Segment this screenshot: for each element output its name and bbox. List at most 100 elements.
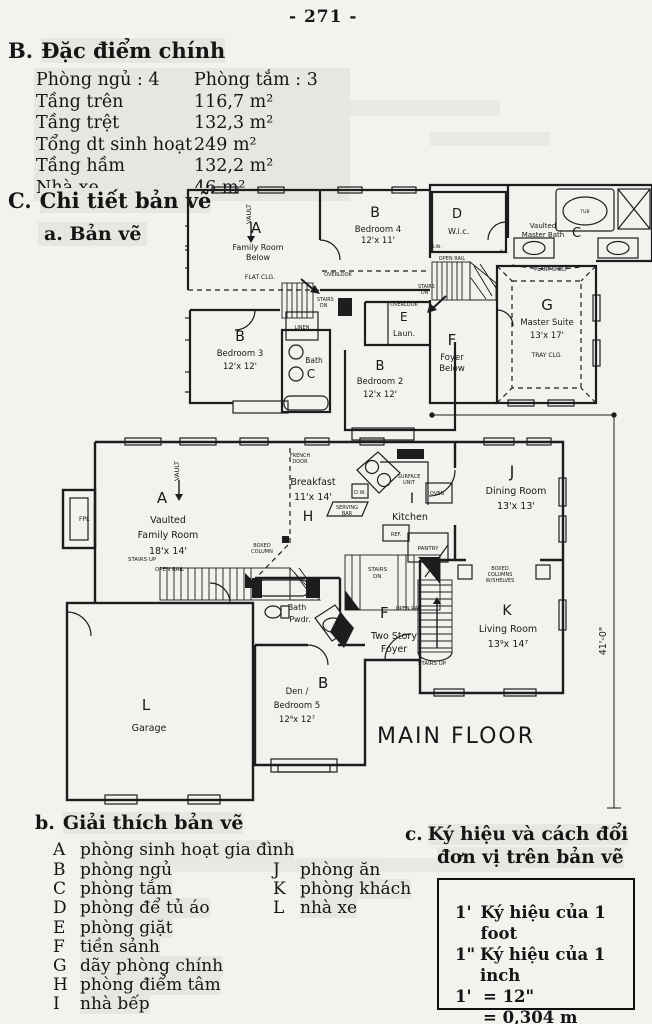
units-letter: c. — [405, 824, 423, 845]
feature-label: Tổng dt sinh hoạt — [36, 134, 193, 155]
upper-bedroom3-letter: B — [235, 329, 245, 345]
upper-master-suite-dim: 13'x 17' — [530, 331, 564, 341]
upper-stairs — [281, 261, 497, 319]
legend-text: phòng điểm tâm — [80, 975, 221, 995]
section-main-features: B.Đặc điểm chính — [8, 38, 226, 63]
feature-value: 132,3 m² — [194, 113, 274, 133]
upper-foyer-name1: Foyer — [440, 353, 464, 363]
upper-bedroom4-letter: B — [370, 205, 380, 221]
main-floor-caption: MAIN FLOOR — [377, 724, 535, 749]
units-text: Ký hiệu của 1 foot — [480, 903, 606, 943]
legend-text: phòng khách — [300, 879, 412, 899]
main-dashed-lines — [256, 448, 291, 578]
upper-room-a-name: Family Room — [232, 243, 283, 252]
main-boxed-columns-2: COLUMNS — [488, 572, 513, 578]
main-serving-bar-2: BAR — [342, 511, 353, 517]
legend-letter: b. — [35, 812, 55, 834]
upper-bedroom2-name: Bedroom 2 — [357, 377, 404, 387]
legend-text: phòng tắm — [80, 879, 173, 899]
upper-overlook-label-1: OVERLOOK — [324, 272, 352, 278]
main-labels: A VAULT Vaulted Family Room 18'x 14' FPL… — [79, 453, 609, 749]
upper-lin-label: LIN. — [433, 244, 442, 250]
main-surface-unit-2: UNIT — [403, 480, 416, 486]
main-fills — [175, 449, 441, 648]
main-foyer-name2: Foyer — [381, 644, 407, 655]
legend-text: nhà xe — [300, 898, 358, 918]
feature-label: Tầng trên — [36, 91, 124, 112]
upper-skylt-label: SKYLT — [492, 183, 509, 184]
main-stairs — [159, 554, 453, 653]
scan-artifact — [430, 132, 550, 146]
main-foyer-stairs-up: STAIRS UP — [418, 661, 447, 667]
main-vault-label: VAULT — [173, 461, 181, 481]
main-stairs-up-label: STAIRS UP — [128, 557, 157, 563]
main-dimension-lines — [429, 412, 621, 809]
upper-flat-clg-label: FLAT CLG. — [245, 274, 275, 281]
main-family-letter: A — [157, 489, 168, 507]
upper-laundry-letter: E — [400, 310, 408, 324]
main-dining-dim: 13'x 13' — [497, 501, 535, 512]
legend-text: nhà bếp — [80, 994, 150, 1014]
main-living-dim: 13⁹x 14⁷ — [488, 639, 529, 650]
main-garage-name: Garage — [132, 723, 167, 734]
legend-title-text: Giải thích bản vẽ — [62, 812, 244, 834]
upper-details — [185, 186, 651, 441]
upper-linen-label: LINEN — [295, 325, 310, 331]
main-den-name1: Den / — [286, 687, 309, 697]
main-living-name: Living Room — [479, 624, 537, 635]
main-french-door-1: FRENCH — [290, 453, 311, 459]
main-oven-label: OVEN — [430, 491, 444, 497]
legend-text: phòng để tủ áo — [80, 898, 210, 918]
main-pantry-label: PANTRY — [417, 546, 439, 552]
legend-key: F — [53, 937, 65, 957]
main-kitchen-letter: I — [410, 491, 414, 507]
units-text: Ký hiệu của 1 inch — [479, 945, 606, 985]
upper-open-rail-label: OPEN RAIL — [439, 256, 466, 262]
upper-master-suite-letter: G — [541, 296, 553, 314]
main-open-rail-label: OPEN RAIL — [155, 567, 185, 573]
upper-wic-letter: D — [452, 207, 462, 222]
upper-tub-label: TUB — [579, 209, 589, 215]
units-row: = 0,304 m — [455, 1007, 633, 1024]
main-french-door-2: DOOR — [292, 459, 308, 465]
upper-bedroom2-letter: B — [376, 359, 385, 374]
upper-tray-clg-label: TRAY CLG. — [531, 352, 563, 359]
main-den-dim: 12⁹x 12⁷ — [279, 715, 316, 725]
upper-bath-name: Bath — [305, 356, 323, 365]
upper-laundry-name: Laun. — [393, 329, 415, 338]
units-text: = 12" — [483, 987, 535, 1006]
legend-key: I — [53, 994, 60, 1014]
upper-labels: A Family Room Below VAULT FLAT CLG. B Be… — [217, 183, 590, 400]
main-breakfast-letter: H — [303, 509, 314, 525]
main-kitchen-name: Kitchen — [392, 512, 428, 523]
feature-value: Phòng tắm : 3 — [194, 70, 318, 90]
units-symbol: 1' — [455, 903, 472, 922]
units-conversion-box: 1'Ký hiệu của 1 foot 1"Ký hiệu của 1 inc… — [437, 878, 635, 1024]
upper-stairs-dn-1: STAIRS — [317, 297, 334, 303]
main-dw-label: D.W. — [354, 490, 366, 496]
main-foyer-letter: F — [380, 604, 389, 622]
upper-foyer-name2: Below — [439, 364, 465, 374]
legend-key: A — [53, 840, 66, 860]
feature-label: Tầng hầm — [36, 156, 126, 176]
upper-bedroom4-name: Bedroom 4 — [355, 225, 402, 235]
upper-vault-label: VAULT — [245, 204, 253, 224]
upper-master-bath-letter: C — [572, 226, 581, 241]
main-garage-letter: L — [142, 696, 151, 714]
upper-stairs-dn-2: STAIRS — [418, 284, 435, 290]
upper-wic-name: W.i.c. — [448, 227, 469, 236]
legend-text: phòng ăn — [300, 860, 381, 880]
section-c-title: Chi tiết bản vẽ — [39, 188, 212, 213]
legend-text: dãy phòng chính — [80, 956, 224, 976]
units-heading-line2: đơn vị trên bản vẽ — [437, 847, 624, 868]
